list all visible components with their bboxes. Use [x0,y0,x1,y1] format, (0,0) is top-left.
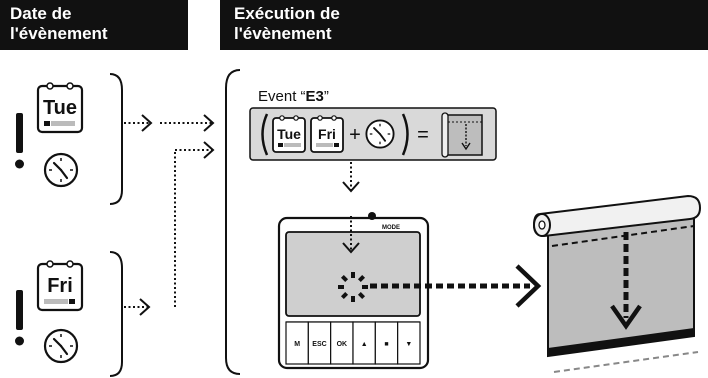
header-execution-evenement: Exécution de l'évènement [220,0,708,50]
connector-into-display [342,216,360,254]
keypad-key-2[interactable]: OK [330,321,354,365]
formula-plus: + [349,124,361,146]
keypad-key-5[interactable]: ▼ [397,321,421,365]
clock-icon-top [43,152,79,188]
roller-blind-icon [532,194,702,373]
calendar-fri-icon: Fri [36,260,84,312]
keypad-key-1[interactable]: ESC [307,321,332,365]
connector-panel-to-keypad [342,162,360,193]
keypad-key-0[interactable]: M [285,321,309,365]
keypad-key-4[interactable]: ■ [374,321,399,365]
formula-tue-label: Tue [277,126,301,142]
keypad-key-3[interactable]: ▲ [352,321,376,365]
busy-indicator-dash [357,274,366,283]
event-formula-panel: Tue Fri + = [249,107,497,161]
keypad-keys: M ESC OK ▲ ■ ▼ [285,321,421,365]
keypad-key-label: ESC [312,341,326,348]
formula-clock-icon [365,119,395,149]
calendar-tue-label: Tue [43,97,77,119]
formula-equals: = [417,124,429,146]
keypad-mode-label: MODE [382,225,400,231]
bracket-execution [225,69,241,375]
keypad-key-label: OK [337,341,348,348]
header-right-line1: Exécution de [234,4,340,23]
busy-indicator-dash [357,291,366,300]
keypad-key-label: ▲ [361,341,368,348]
calendar-fri-label: Fri [47,275,73,297]
formula-fri-label: Fri [318,126,336,142]
formula-blind-icon [441,112,483,158]
busy-indicator-icon [338,272,368,302]
header-left-line2: l'évènement [10,24,108,43]
busy-indicator-dash [340,291,349,300]
calendar-tue-icon: Tue [36,82,84,134]
exclamation-icon-bottom [15,290,24,346]
connector-bottom [124,141,215,316]
header-date-evenement: Date de l'évènement [0,0,188,50]
bracket-top [109,73,123,205]
keypad-key-label: ■ [384,341,388,348]
keypad-key-label: ▼ [405,341,412,348]
exclamation-icon-top [15,113,24,169]
header-right-line2: l'évènement [234,24,332,43]
header-left-line1: Date de [10,4,72,23]
bracket-bottom [109,251,123,377]
busy-indicator-dash [340,274,349,283]
event-label: Event “E3” [258,88,329,105]
connector-top [124,114,215,132]
clock-icon-bottom [43,328,79,364]
arrow-keypad-to-blind [370,264,542,308]
keypad-key-label: M [294,341,300,348]
